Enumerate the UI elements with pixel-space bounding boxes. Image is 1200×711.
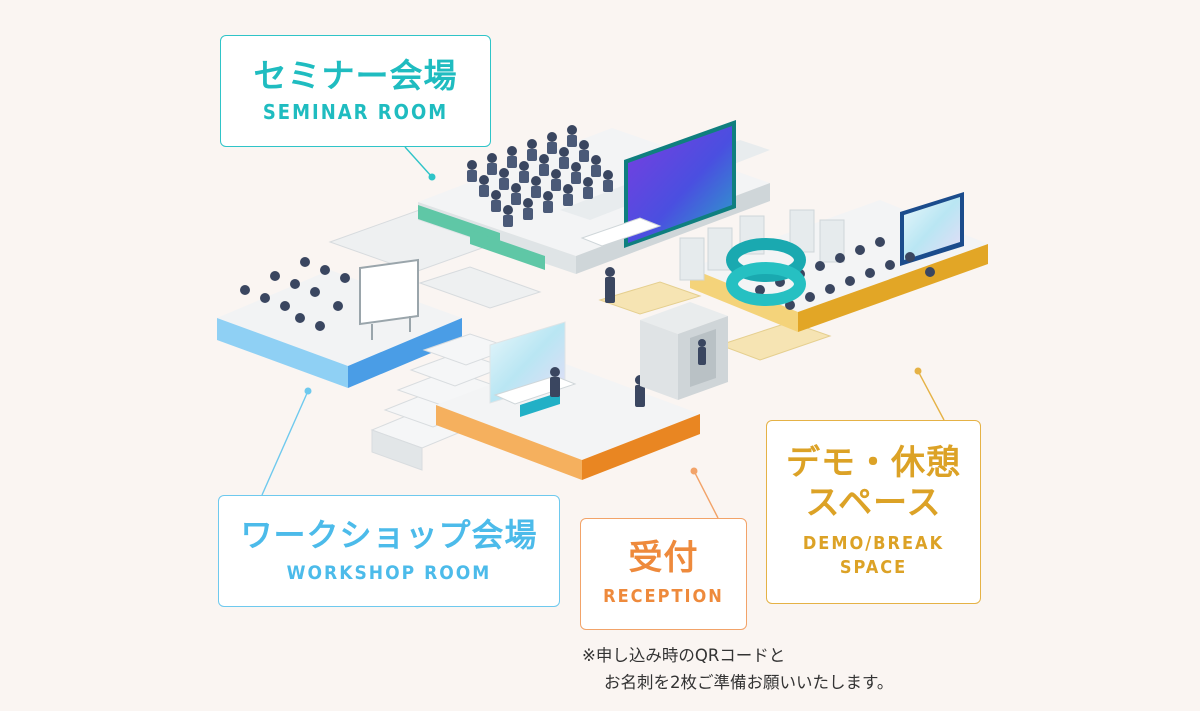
seminar-room-title: セミナー会場 (253, 55, 458, 95)
workshop-platform (217, 258, 462, 388)
stairs (370, 333, 514, 471)
workshop-room-title: ワークショップ会場 (240, 515, 538, 554)
demo-subtitle-line2: SPACE (839, 557, 908, 579)
reception-title: 受付 (628, 538, 699, 579)
demo-break-space-card: デモ・休憩 スペース DEMO/BREAK SPACE (766, 420, 981, 604)
seminar-room-subtitle: SEMINAR ROOM (262, 100, 449, 125)
callout-lines (261, 146, 945, 519)
seminar-audience (467, 125, 613, 227)
reception-card: 受付 RECEPTION (580, 518, 747, 630)
workshop-room-subtitle: WORKSHOP ROOM (286, 561, 492, 584)
workshop-attendees (240, 257, 350, 331)
ring-logo-icon (726, 238, 806, 306)
walking-people (605, 267, 615, 303)
elevator-icon (640, 302, 728, 400)
note-line-1: ※申し込み時のQRコードと (582, 646, 786, 665)
reception-subtitle: RECEPTION (603, 586, 724, 608)
reception-platform (436, 321, 700, 480)
demo-subtitle-line1: DEMO/BREAK (802, 532, 945, 554)
demo-title-line1: デモ・休憩 (786, 443, 961, 484)
note-line-2: お名刺を2枚ご準備お願いいたします。 (604, 673, 894, 692)
workshop-room-card: ワークショップ会場 WORKSHOP ROOM (218, 495, 560, 607)
seminar-room-card: セミナー会場 SEMINAR ROOM (220, 35, 491, 147)
reception-note: ※申し込み時のQRコードと お名刺を2枚ご準備お願いいたします。 (582, 642, 1002, 696)
demo-title-line2: スペース (805, 482, 942, 523)
presentation-screen-icon (580, 120, 736, 248)
